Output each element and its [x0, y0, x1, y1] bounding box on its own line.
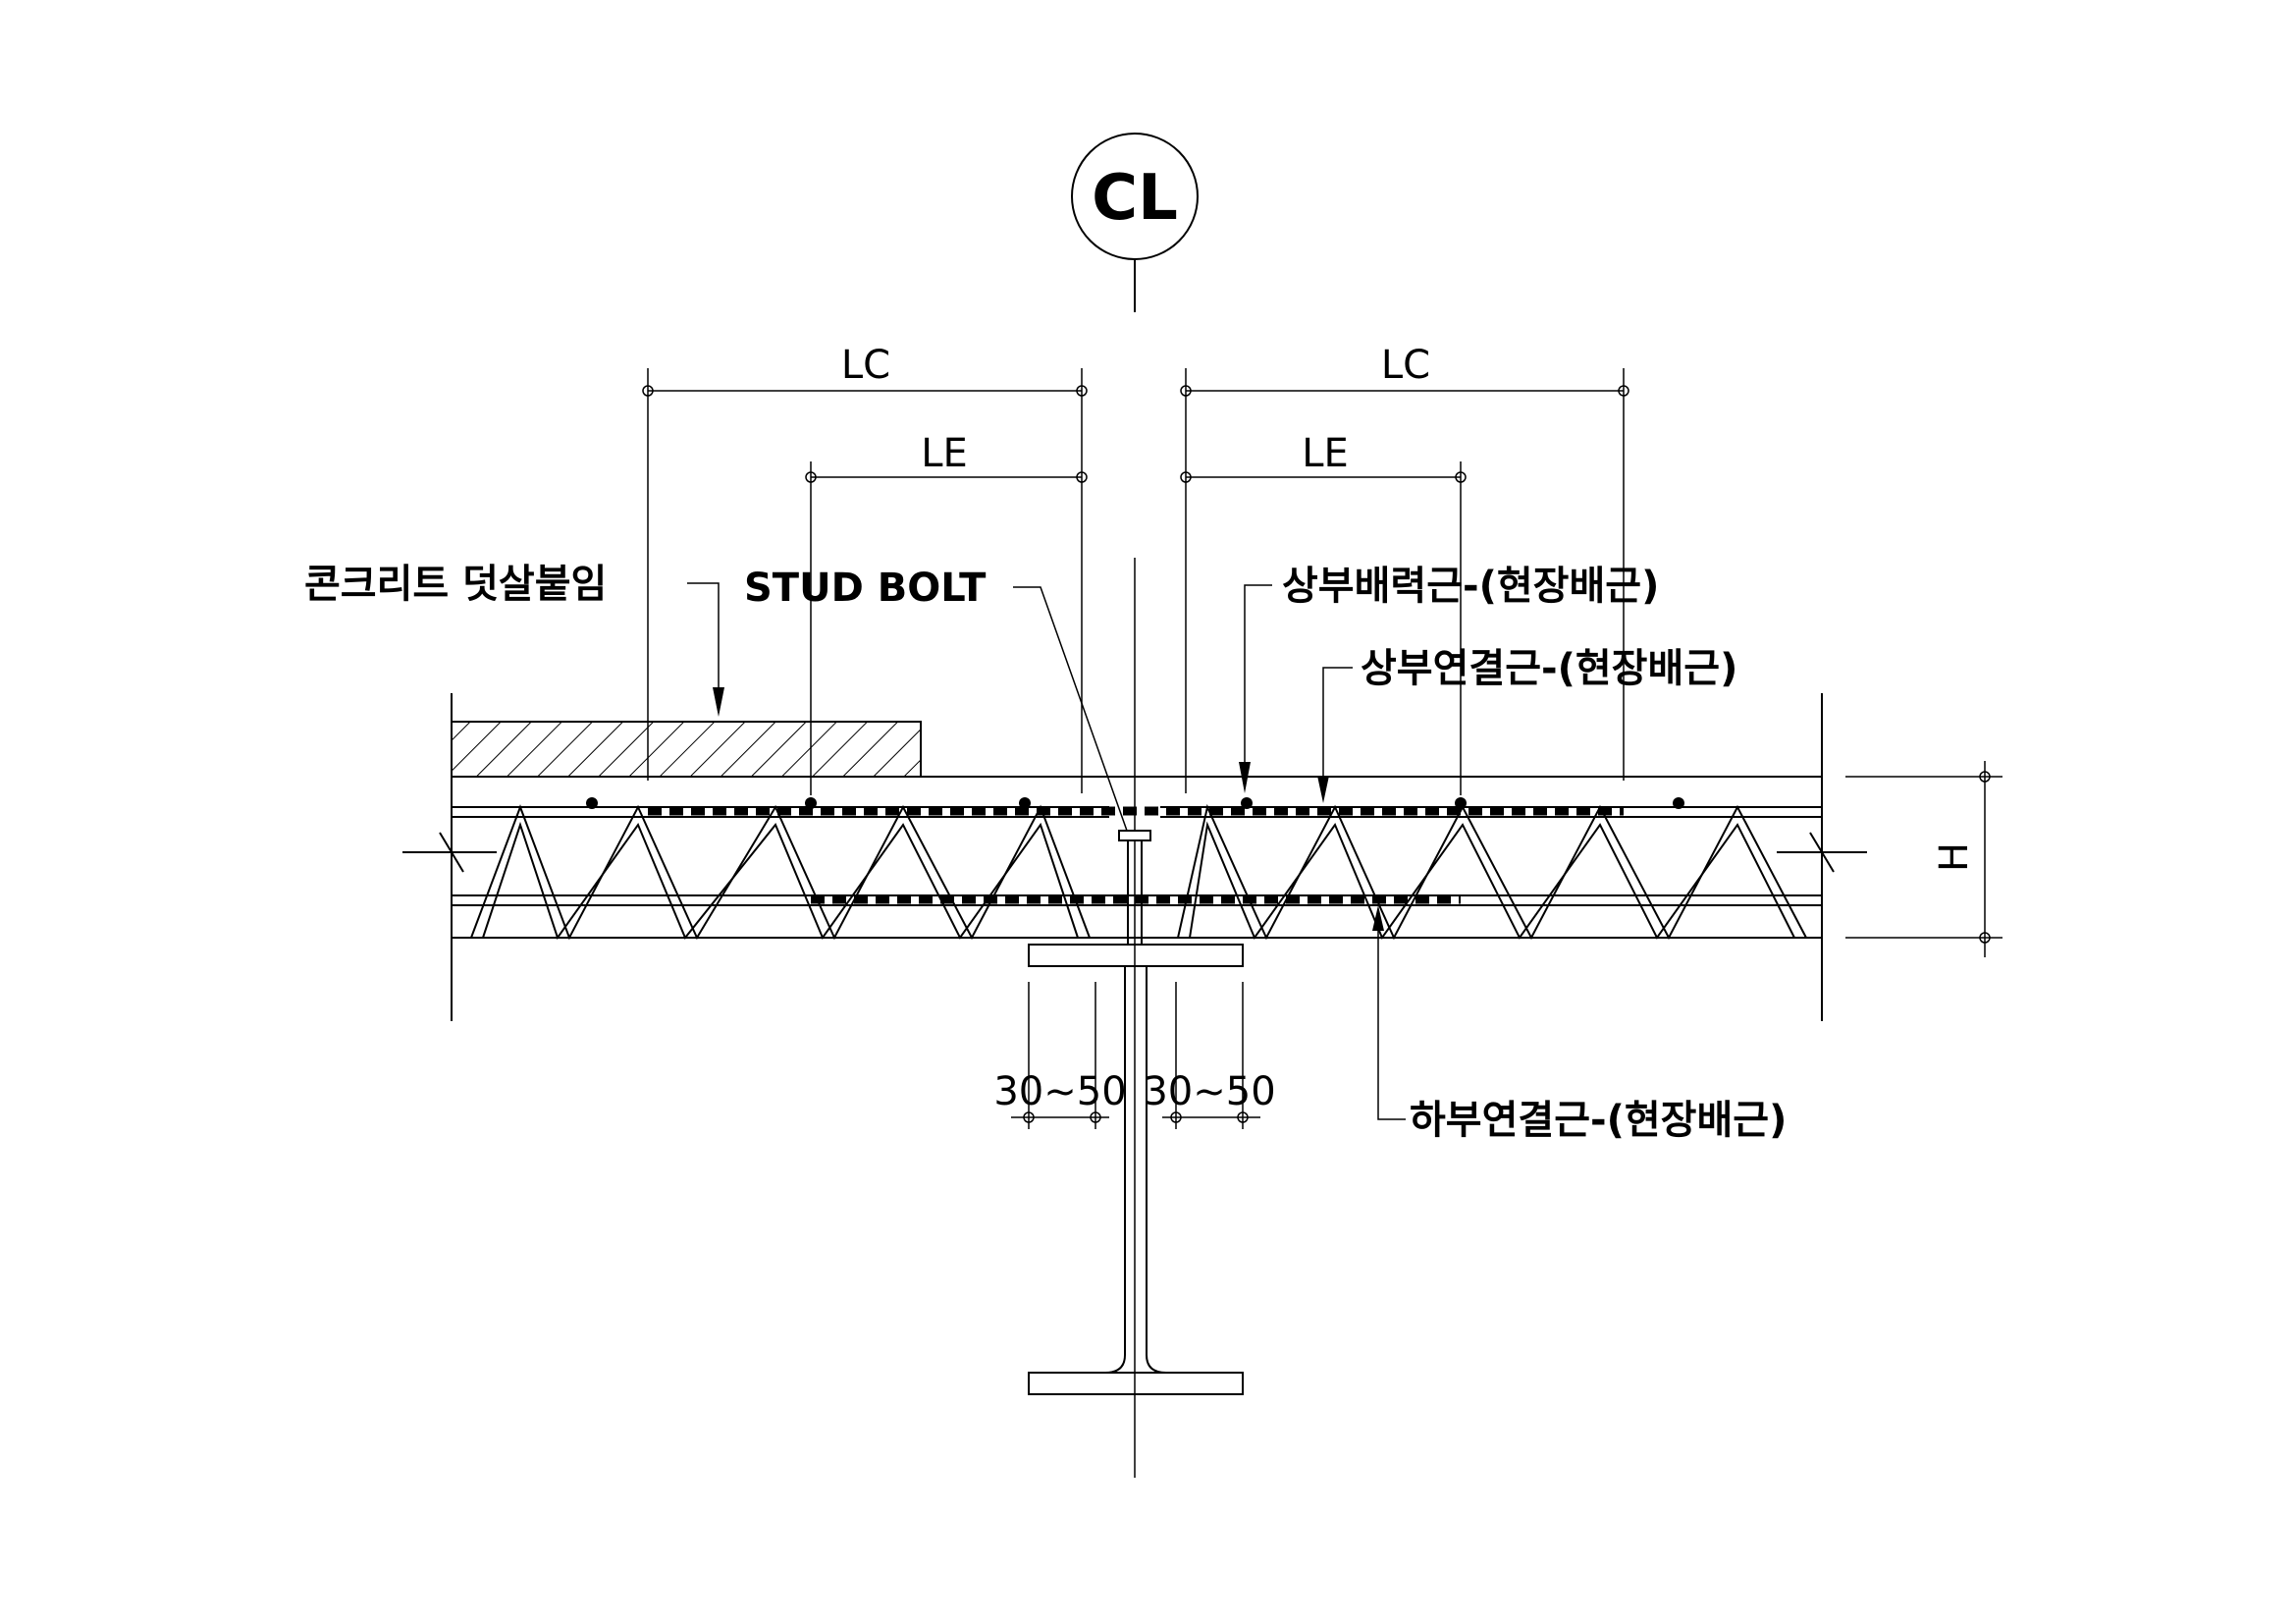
stud-bolt [1118, 830, 1151, 945]
deck-truss-left [470, 804, 1091, 941]
leader-concrete-topping [687, 582, 720, 687]
concrete-topping-hatch [451, 721, 922, 778]
dimension-gap-left-label: 30~50 [993, 1069, 1126, 1114]
dimension-lc-right-label: LC [1381, 343, 1430, 388]
leader-stud-bolt [1013, 586, 1128, 832]
slab-outline [451, 693, 1823, 1021]
leader-upper-connection [1322, 667, 1353, 776]
leader-upper-connection-arrow [1317, 776, 1329, 803]
dimension-gap [1011, 982, 1260, 1129]
leader-lower-connection [1377, 931, 1406, 1120]
leader-upper-distribution-arrow [1239, 762, 1251, 793]
label-lower-connection-bar: 하부연결근-(현장배근) [1410, 1098, 1787, 1143]
label-upper-distribution-bar: 상부배력근-(현장배근) [1282, 564, 1659, 609]
dimension-gap-right-label: 30~50 [1143, 1069, 1275, 1114]
dimension-lc-left-label: LC [841, 343, 890, 388]
dimension-lc-left [642, 368, 1088, 793]
dimension-h [1845, 761, 2002, 957]
label-concrete-topping: 콘크리트 덧살붙임 [304, 562, 607, 607]
dimension-le-right [1180, 461, 1467, 795]
dimension-le-right-label: LE [1302, 431, 1349, 476]
leader-upper-distribution [1244, 584, 1272, 762]
upper-distribution-bars [586, 797, 1684, 809]
deck-truss-right [1177, 803, 1807, 941]
label-stud-bolt: STUD BOLT [744, 566, 987, 611]
centerline-bubble: CL [1071, 133, 1199, 312]
leader-concrete-topping-arrow [713, 687, 724, 717]
dimension-le-left-label: LE [921, 431, 968, 476]
break-mark-right [1777, 832, 1867, 873]
dimension-lc-right [1180, 368, 1629, 793]
centerline-symbol: CL [1092, 162, 1178, 235]
break-mark-left [402, 832, 497, 873]
label-upper-connection-bar: 상부연결근-(현장배근) [1361, 646, 1737, 691]
steel-h-beam [1028, 944, 1244, 1395]
dimension-h-label: H [1932, 842, 1977, 872]
leader-lower-connection-arrow [1372, 905, 1384, 931]
